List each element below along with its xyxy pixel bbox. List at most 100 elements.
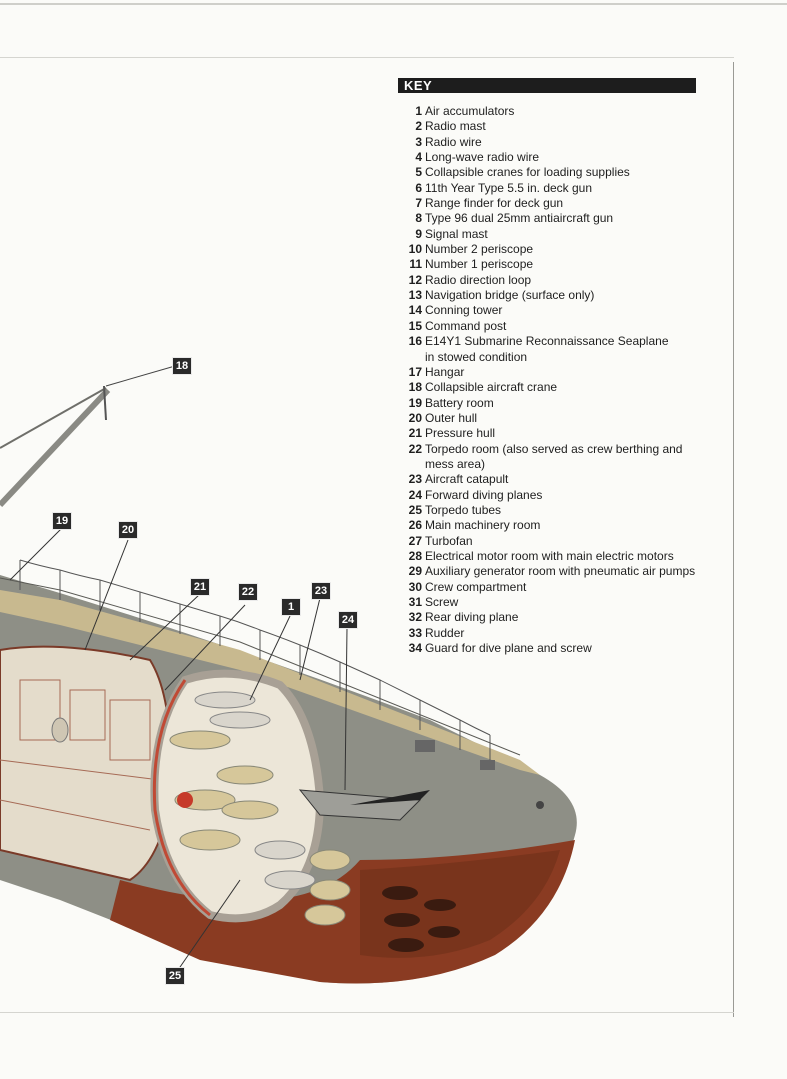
key-item-number: 7 [415,196,422,211]
key-item-number: 27 [408,533,422,548]
frame-right-rule [733,62,734,1017]
key-item-label: Range finder for deck gun [425,196,564,211]
key-item-label: Navigation bridge (surface only) [425,288,595,303]
key-item-number: 10 [408,242,422,257]
key-item-label: Type 96 dual 25mm antiaircraft gun [425,211,614,226]
key-item-number: 32 [408,610,422,625]
key-item-number: 18 [408,380,422,395]
callout-21: 21 [190,578,210,596]
key-item-number: 5 [415,165,422,180]
key-item-number: 34 [408,641,422,656]
key-item-number: 3 [415,134,422,149]
key-item-label: Torpedo tubes [425,502,502,517]
key-item-number: 23 [408,472,422,487]
key-header: KEY [398,78,696,93]
key-item-number: 30 [408,579,422,594]
submarine-cutaway-illustration [0,365,577,984]
key-item-label: Outer hull [425,410,478,425]
callout-23: 23 [311,582,331,600]
aircraft-crane-drawing [0,365,176,508]
key-item-number: 33 [408,625,422,640]
key-item-number: 29 [408,564,422,579]
key-item-label: Guard for dive plane and screw [425,641,592,656]
callout-25: 25 [165,967,185,985]
key-item-number: 1 [415,104,422,118]
key-item-number: 17 [408,364,422,379]
key-item-number: 25 [408,502,422,517]
key-item-label: Torpedo room (also served as crew berthi… [425,441,683,456]
key-item-number: 26 [408,518,422,533]
torpedo-tube-openings-drawing [382,886,460,952]
key-item-number: 19 [408,395,422,410]
key-item-label: Electrical motor room with main electric… [425,548,674,563]
key-item-label: Rear diving plane [425,610,519,625]
key-item-label: Hangar [425,364,465,379]
key-item-label: Screw [425,595,459,609]
key-item-number: 31 [408,595,422,609]
key-item-label: Number 2 periscope [425,242,534,257]
callout-leader-lines [9,527,348,971]
torpedoes-drawing [169,691,351,926]
key-item-number: 28 [408,548,422,563]
key-item-label: Rudder [425,625,465,640]
key-item-number: 13 [408,288,422,303]
key-item-label: Number 1 periscope [425,257,534,272]
callout-19: 19 [52,512,72,530]
callout-20: 20 [118,521,138,539]
key-item-number: 12 [408,272,422,287]
key-item-number: 9 [415,226,422,241]
key-item-label: Command post [425,318,507,333]
key-item-label: Battery room [425,395,494,410]
key-item-number: 6 [415,180,422,195]
key-item-number: 24 [408,487,422,502]
callout-22: 22 [238,583,258,601]
key-item-label: E14Y1 Submarine Reconnaissance Seaplane [425,334,669,349]
callout-18: 18 [172,357,192,375]
key-item-label: Radio wire [425,134,482,149]
bow-detail-drawing [415,740,544,809]
key-item-label: Conning tower [425,303,503,318]
key-item-label: Auxiliary generator room with pneumatic … [425,564,696,579]
key-item-number: 21 [408,426,422,441]
key-item-number: 20 [408,410,422,425]
key-item-label: Forward diving planes [425,487,543,502]
key-item-label: Radio mast [425,119,486,134]
key-item-label: Long-wave radio wire [425,150,540,165]
frame-bottom-rule [0,1012,734,1013]
top-rule [0,3,787,5]
key-item-label: Crew compartment [425,579,527,594]
key-item-label-continuation: in stowed condition [425,349,528,364]
key-item-label-continuation: mess area) [425,456,486,471]
key-item-label: Collapsible aircraft crane [425,380,558,395]
key-item-number: 14 [408,303,422,318]
key-item-label: Air accumulators [425,104,515,118]
key-item-label: Main machinery room [425,518,541,533]
key-item-number: 11 [409,257,422,272]
deck-rail-drawing [19,559,491,765]
